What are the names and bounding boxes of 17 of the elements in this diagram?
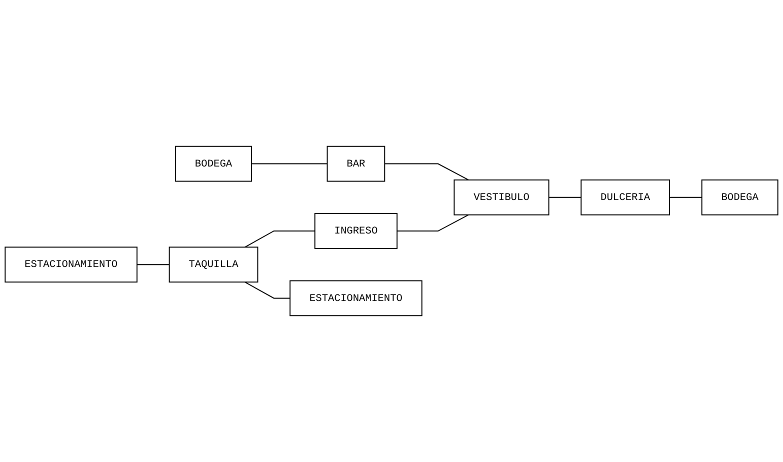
connector [251, 163, 328, 164]
node-box [290, 280, 422, 316]
connector [244, 230, 316, 248]
node-box [701, 179, 778, 216]
node-box [314, 213, 398, 249]
connector [244, 282, 291, 299]
connector [396, 214, 470, 232]
node-box [168, 246, 258, 283]
connector [136, 264, 170, 266]
connector [384, 163, 470, 180]
node-box [326, 146, 386, 182]
node-box [4, 246, 138, 283]
node-box [175, 146, 252, 182]
connector [669, 196, 702, 198]
node-box [454, 179, 550, 216]
connector [548, 196, 582, 198]
node-box [580, 179, 670, 216]
